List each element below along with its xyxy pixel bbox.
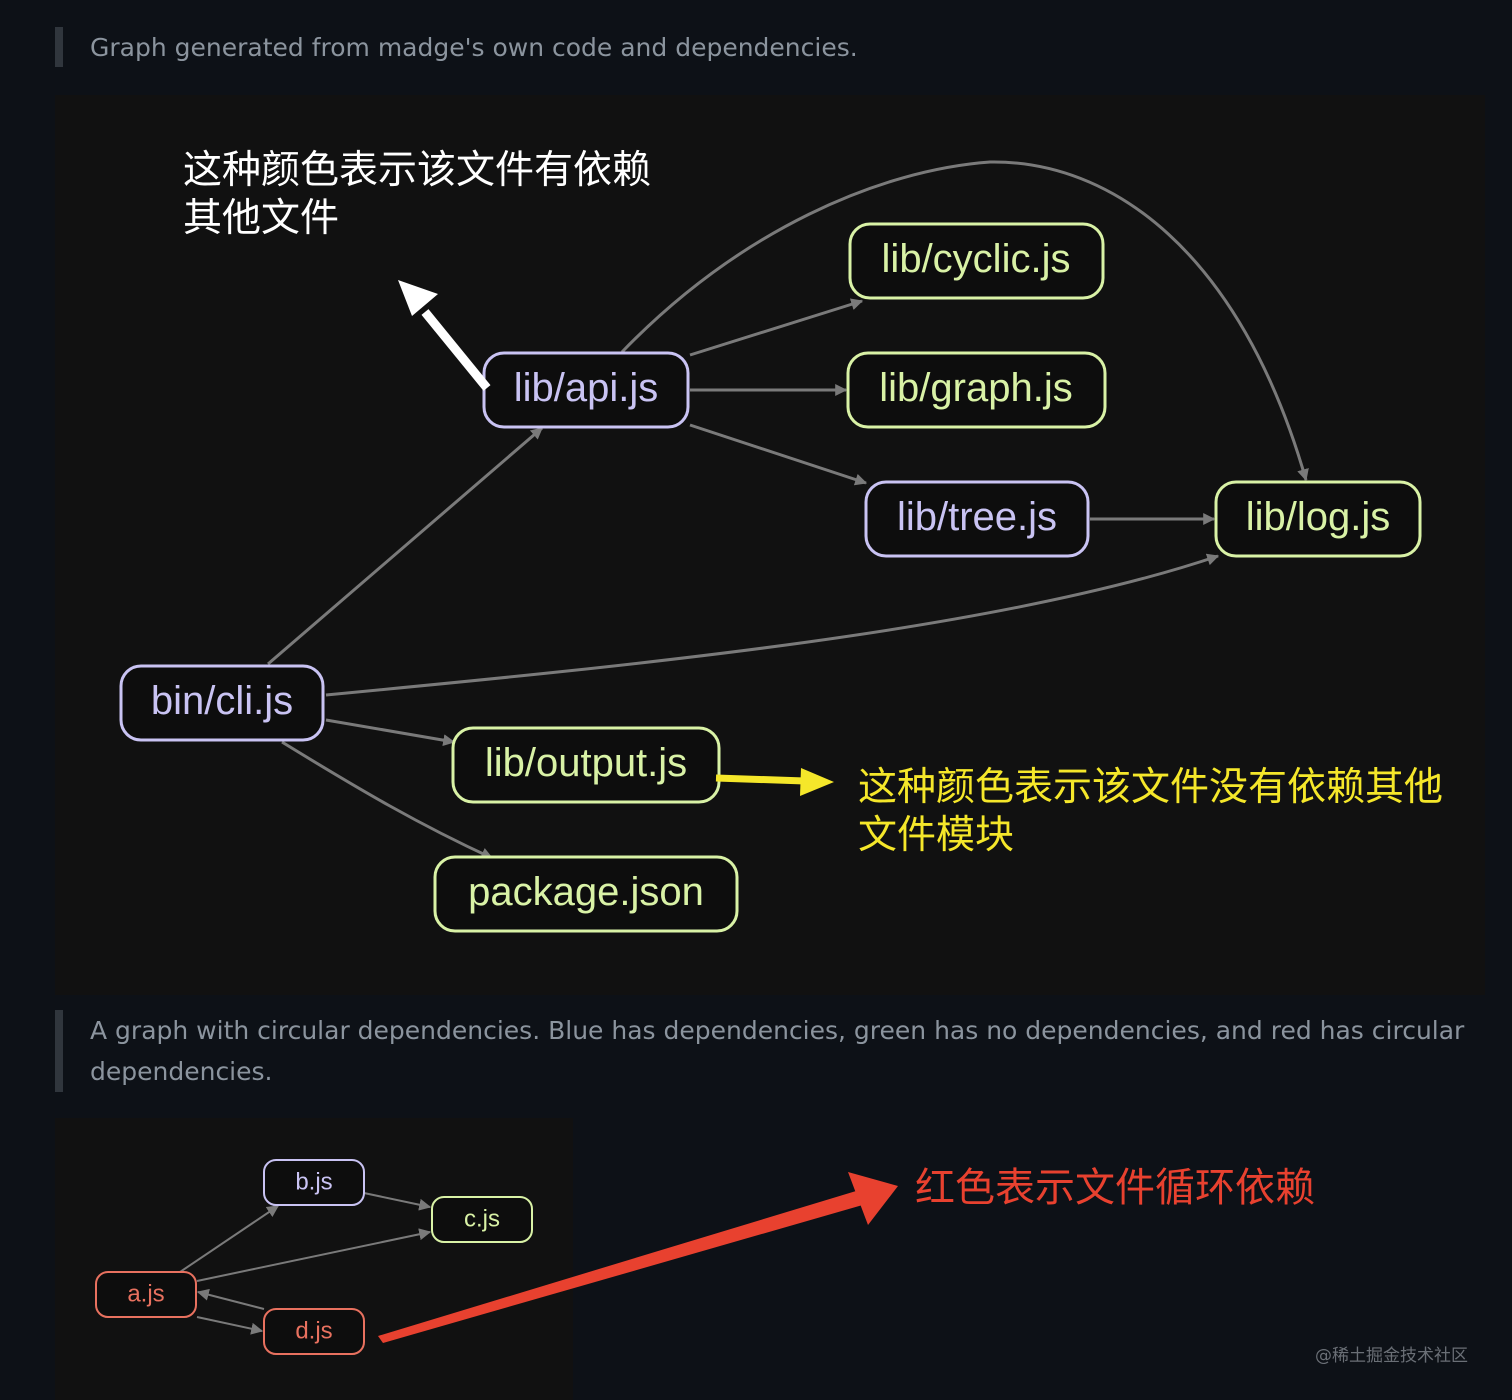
node-package-json[interactable]: package.json	[433, 855, 739, 933]
graph1-nodes: lib/api.js lib/cyclic.js lib/graph.js li…	[119, 222, 1422, 933]
node-label: lib/cyclic.js	[882, 237, 1071, 281]
graph2-edges	[179, 1192, 432, 1335]
edge-a-d	[196, 1316, 264, 1335]
edge-a-c	[196, 1228, 432, 1282]
node-label: c.js	[464, 1206, 500, 1233]
graph1-edges	[267, 160, 1309, 860]
graph2-nodes: b.js c.js a.js d.js	[95, 1159, 533, 1355]
edge-api-tree	[689, 423, 868, 486]
annotation-arrow-yellow	[715, 768, 834, 796]
edge-cli-package	[281, 740, 494, 860]
annotation-arrow-red	[378, 1172, 898, 1343]
node-c-js[interactable]: c.js	[431, 1196, 533, 1243]
caption-circular-graph: A graph with circular dependencies. Blue…	[55, 1010, 1470, 1092]
node-bin-cli[interactable]: bin/cli.js	[119, 664, 325, 742]
edge-cli-log	[325, 553, 1220, 697]
node-label: a.js	[127, 1281, 164, 1308]
annotation-has-dependencies: 这种颜色表示该文件有依赖 其他文件	[183, 148, 652, 241]
node-label: d.js	[295, 1318, 332, 1345]
node-label: b.js	[295, 1169, 332, 1196]
node-lib-graph[interactable]: lib/graph.js	[846, 351, 1107, 429]
node-a-js[interactable]: a.js	[95, 1271, 197, 1318]
caption-madge-graph: Graph generated from madge's own code an…	[55, 27, 1490, 67]
node-label: lib/log.js	[1246, 495, 1391, 539]
node-label: package.json	[468, 870, 704, 914]
edge-d-a	[196, 1288, 265, 1310]
node-d-js[interactable]: d.js	[263, 1308, 365, 1355]
edge-b-c	[363, 1192, 432, 1211]
node-lib-tree[interactable]: lib/tree.js	[864, 480, 1090, 558]
annotation-arrow-white	[398, 280, 491, 391]
node-label: bin/cli.js	[151, 679, 293, 723]
annotation-circular: 红色表示文件循环依赖	[915, 1165, 1315, 1211]
node-b-js[interactable]: b.js	[263, 1159, 365, 1206]
node-label: lib/graph.js	[879, 366, 1072, 410]
node-lib-cyclic[interactable]: lib/cyclic.js	[848, 222, 1105, 300]
node-lib-log[interactable]: lib/log.js	[1214, 480, 1422, 558]
node-label: lib/api.js	[514, 366, 659, 410]
node-lib-output[interactable]: lib/output.js	[451, 726, 721, 804]
edge-cli-api	[267, 426, 543, 666]
edge-cli-output	[325, 718, 456, 747]
node-label: lib/output.js	[485, 741, 687, 785]
edge-a-b	[179, 1205, 279, 1273]
edge-api-log	[620, 160, 1309, 482]
node-label: lib/tree.js	[897, 495, 1057, 539]
node-lib-api[interactable]: lib/api.js	[482, 351, 690, 429]
annotation-no-dependencies: 这种颜色表示该文件没有依赖其他 文件模块	[858, 765, 1444, 858]
edge-api-cyclic	[689, 298, 864, 357]
watermark: @稀土掘金技术社区	[1315, 1346, 1468, 1366]
